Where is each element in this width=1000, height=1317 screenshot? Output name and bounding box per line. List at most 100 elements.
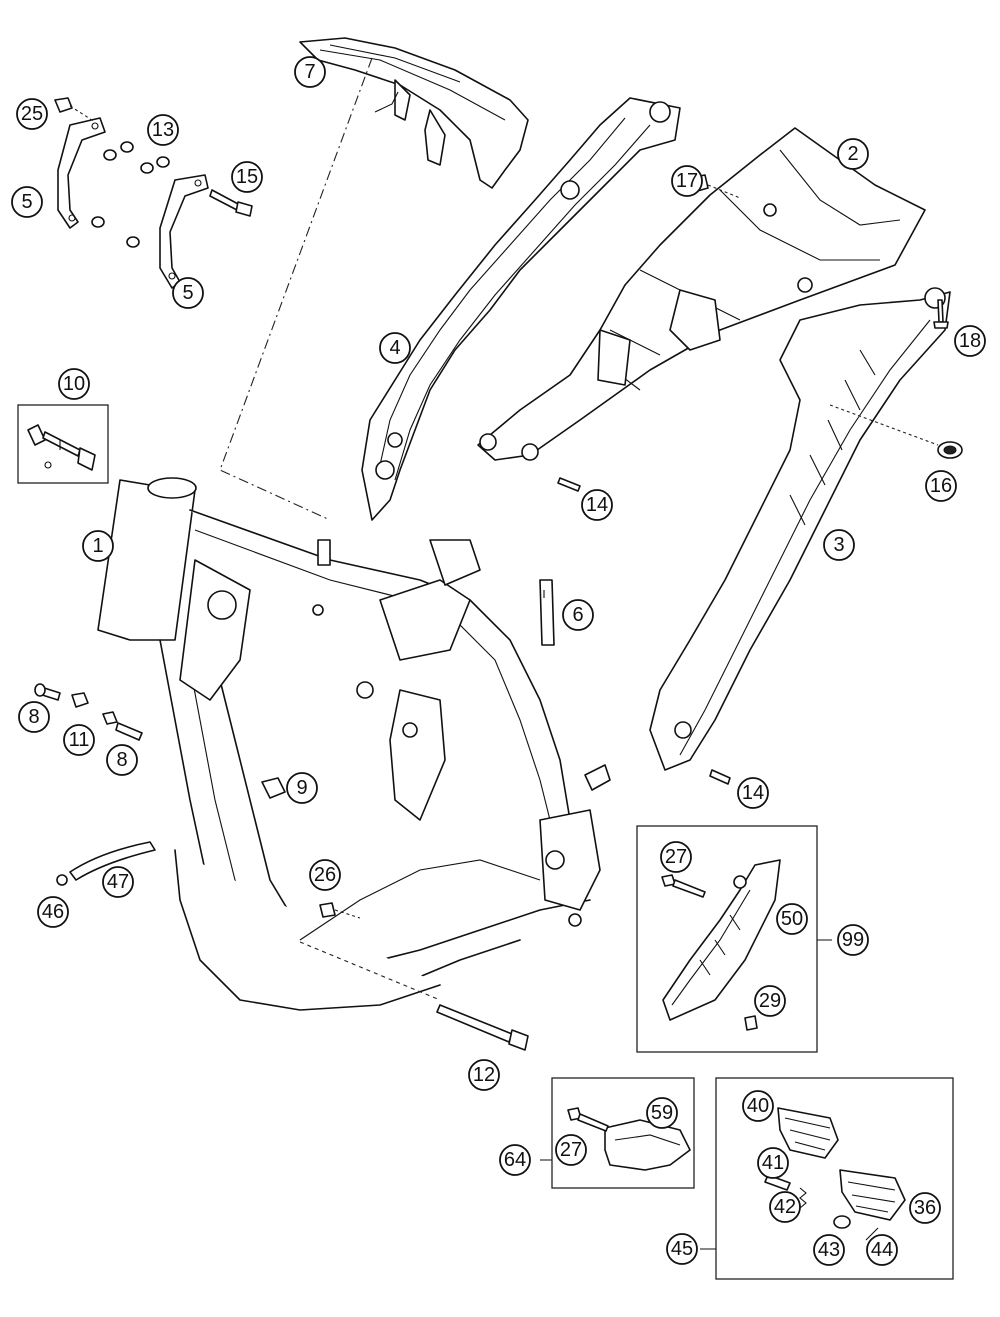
part-5-bracket-upper — [57, 117, 106, 229]
part-2-rear-subframe — [477, 127, 926, 461]
callout-26: 26 — [309, 859, 341, 891]
part-5-bracket-lower — [159, 174, 209, 289]
part-14-bolt-lower — [709, 769, 731, 785]
part-40-footpeg-left — [777, 1107, 839, 1159]
part-47-hose — [69, 841, 156, 881]
svg-text:16: 16 — [930, 475, 952, 497]
callout-9: 9 — [286, 772, 318, 804]
part-43-washer — [833, 1215, 851, 1229]
svg-text:4: 4 — [389, 337, 400, 359]
svg-text:43: 43 — [818, 1239, 840, 1261]
svg-text:99: 99 — [842, 929, 864, 951]
svg-text:27: 27 — [560, 1139, 582, 1161]
svg-text:41: 41 — [762, 1152, 784, 1174]
callout-4: 4 — [379, 332, 411, 364]
svg-text:42: 42 — [774, 1196, 796, 1218]
part-10-kit — [17, 404, 109, 484]
svg-text:45: 45 — [671, 1238, 693, 1260]
callout-42: 42 — [769, 1191, 801, 1223]
svg-text:25: 25 — [21, 103, 43, 125]
part-36-footpeg-right — [839, 1169, 906, 1221]
svg-text:11: 11 — [69, 729, 90, 751]
svg-text:1: 1 — [92, 535, 103, 557]
svg-text:8: 8 — [28, 706, 39, 728]
callout-99: 99 — [837, 924, 869, 956]
part-25-nut — [54, 97, 96, 123]
callout-44: 44 — [866, 1234, 898, 1266]
svg-text:40: 40 — [747, 1095, 769, 1117]
part-59-guide — [604, 1119, 691, 1171]
part-26-sleeve — [319, 902, 361, 919]
callout-27-upper: 27 — [660, 841, 692, 873]
callout-16: 16 — [925, 470, 957, 502]
part-44-cotter-pin — [865, 1227, 879, 1241]
svg-text:9: 9 — [296, 777, 307, 799]
callout-46: 46 — [37, 896, 69, 928]
part-42-spring — [799, 1187, 807, 1209]
svg-text:15: 15 — [236, 166, 258, 188]
callout-8-upper: 8 — [18, 701, 50, 733]
callout-40: 40 — [742, 1090, 774, 1122]
callout-7: 7 — [294, 56, 326, 88]
part-6-plate — [539, 579, 555, 646]
part-15-bolt — [209, 189, 253, 217]
part-46-clamp — [56, 874, 68, 886]
callout-2: 2 — [837, 138, 869, 170]
svg-text:6: 6 — [572, 604, 583, 626]
callout-13: 13 — [147, 114, 179, 146]
box-64-guide-kit — [551, 1077, 695, 1189]
callout-36: 36 — [909, 1192, 941, 1224]
part-8-bolt-lower — [102, 711, 143, 741]
callout-64: 64 — [499, 1144, 531, 1176]
part-16-grommet — [829, 404, 963, 459]
callout-5-upper: 5 — [11, 186, 43, 218]
callout-14-upper: 14 — [581, 489, 613, 521]
part-27-bolt-upper — [661, 874, 706, 898]
svg-text:59: 59 — [651, 1102, 673, 1124]
part-12-long-bolt — [299, 941, 529, 1051]
callout-59: 59 — [646, 1097, 678, 1129]
svg-text:14: 14 — [742, 782, 764, 804]
part-27-bolt-lower — [567, 1107, 609, 1132]
part-8-bolt-upper — [34, 683, 61, 701]
part-11-nut — [71, 692, 89, 708]
callout-15: 15 — [231, 161, 263, 193]
callout-5-lower: 5 — [172, 277, 204, 309]
callout-11: 11 — [63, 724, 95, 756]
svg-text:29: 29 — [759, 990, 781, 1012]
svg-text:50: 50 — [781, 908, 803, 930]
svg-text:5: 5 — [182, 282, 193, 304]
svg-text:26: 26 — [314, 864, 336, 886]
svg-text:27: 27 — [665, 846, 687, 868]
part-9-clip — [261, 777, 286, 799]
svg-text:17: 17 — [676, 170, 698, 192]
part-13-washers — [91, 141, 170, 248]
callout-50: 50 — [776, 903, 808, 935]
svg-text:7: 7 — [304, 61, 315, 83]
svg-text:18: 18 — [959, 330, 981, 352]
callout-18: 18 — [954, 325, 986, 357]
callout-8-lower: 8 — [106, 744, 138, 776]
alignment-line-7 — [219, 57, 373, 521]
callout-14-lower: 14 — [737, 777, 769, 809]
svg-text:5: 5 — [21, 191, 32, 213]
svg-text:44: 44 — [871, 1239, 893, 1261]
callout-43: 43 — [813, 1234, 845, 1266]
callout-27-lower: 27 — [555, 1134, 587, 1166]
callout-47: 47 — [102, 866, 134, 898]
svg-text:2: 2 — [847, 143, 858, 165]
callout-12: 12 — [468, 1059, 500, 1091]
box-45-footpeg-kit — [715, 1077, 954, 1280]
part-4-left-subframe — [361, 97, 681, 521]
svg-text:64: 64 — [504, 1149, 526, 1171]
svg-text:8: 8 — [116, 749, 127, 771]
part-29-nut — [744, 1015, 758, 1031]
callout-3: 3 — [823, 529, 855, 561]
svg-text:14: 14 — [586, 494, 608, 516]
callout-45: 45 — [666, 1233, 698, 1265]
callout-17: 17 — [671, 165, 703, 197]
part-18-bolt — [933, 299, 949, 329]
callout-6: 6 — [562, 599, 594, 631]
svg-text:10: 10 — [63, 373, 85, 395]
